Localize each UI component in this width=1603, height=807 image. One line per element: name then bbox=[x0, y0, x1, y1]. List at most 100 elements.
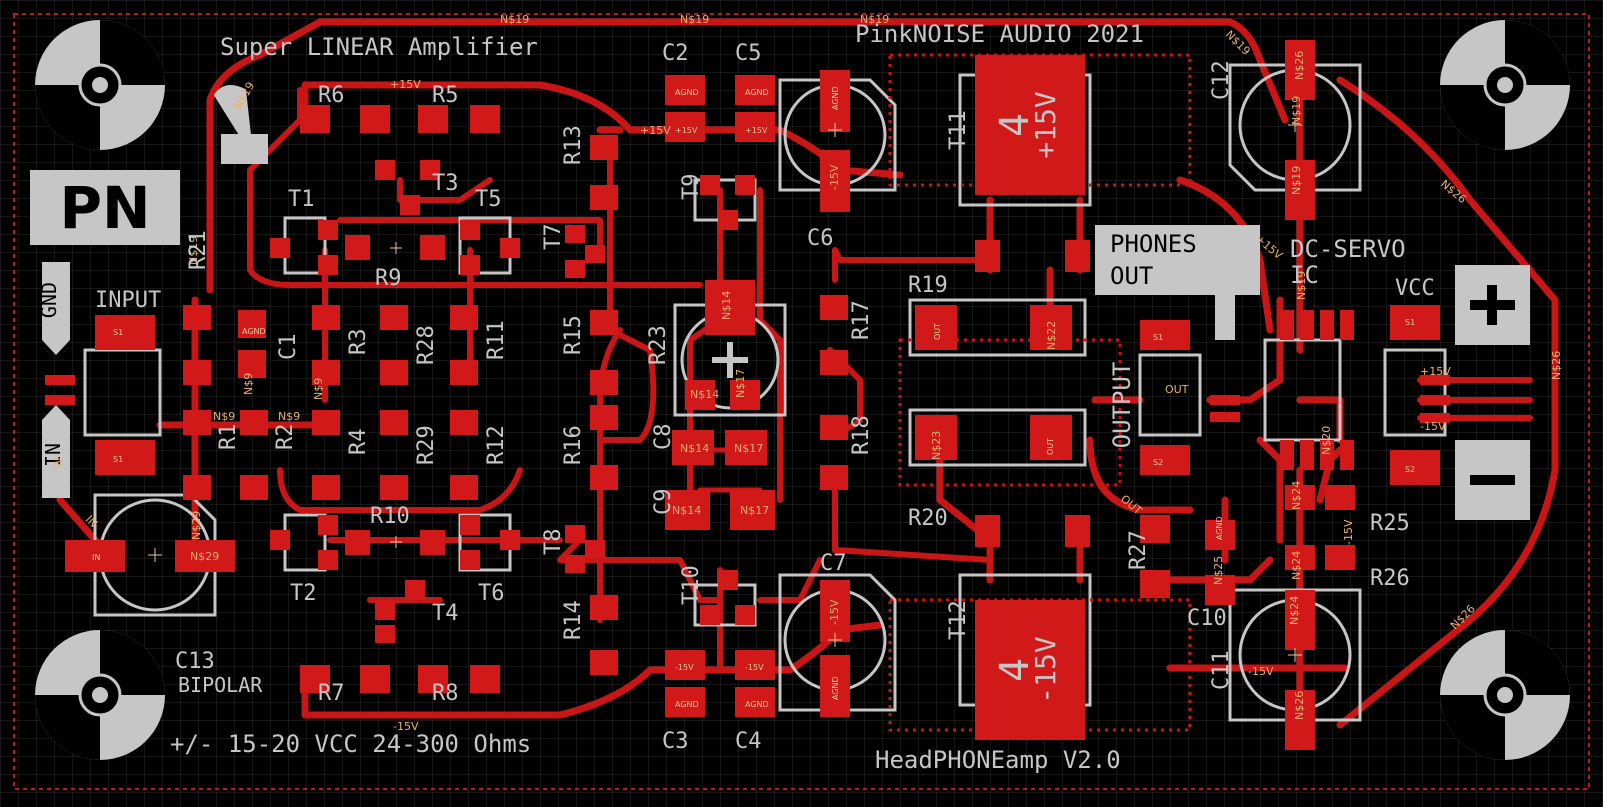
mounting-hole-top-left bbox=[35, 20, 165, 150]
label-nets-out: OUT bbox=[1046, 438, 1055, 455]
board-outline bbox=[13, 13, 1590, 790]
label-designators-t12: T12 bbox=[946, 600, 971, 640]
label-designators-r27: R27 bbox=[1126, 530, 1151, 570]
gnd-tab: GND bbox=[37, 262, 70, 355]
label-nets-n9: N$9 bbox=[242, 373, 255, 395]
label-designators-t4: T4 bbox=[432, 601, 459, 626]
label-designators-c13: C13 bbox=[175, 649, 215, 674]
label-nets-n17: N$17 bbox=[740, 504, 769, 517]
label-designators-r29: R29 bbox=[414, 425, 439, 465]
label-designators-r2: R2 bbox=[273, 424, 298, 451]
label-designators-c7: C7 bbox=[820, 551, 847, 576]
label-nets-n19: N$19 bbox=[500, 13, 529, 26]
t11-top: 4 bbox=[992, 113, 1038, 137]
output-label: OUTPUT bbox=[1108, 362, 1136, 449]
t11-bottom: +15V bbox=[1029, 91, 1062, 159]
label-nets-n26: N$26 bbox=[1550, 351, 1563, 380]
label-nets-n24: N$24 bbox=[1290, 551, 1303, 580]
label-designators-r13: R13 bbox=[561, 125, 586, 165]
silkscreen-text: Super LINEAR Amplifier PinkNOISE AUDIO 2… bbox=[95, 20, 1435, 774]
label-designators-t7: T7 bbox=[541, 224, 566, 251]
label-designators-t5: T5 bbox=[475, 187, 502, 212]
label-nets-n24: N$24 bbox=[1288, 596, 1301, 625]
label-designators-r16: R16 bbox=[561, 425, 586, 465]
label-nets-agnd: AGND bbox=[831, 676, 840, 700]
label-designators-t10: T10 bbox=[679, 565, 704, 605]
label-nets-n14: N$14 bbox=[672, 504, 701, 517]
phones-out-line1: PHONES bbox=[1110, 230, 1197, 258]
label-designators-r19: R19 bbox=[908, 273, 948, 298]
board-version: HeadPHONEamp V2.0 bbox=[875, 746, 1121, 774]
label-designators-c12: C12 bbox=[1209, 60, 1234, 100]
label-nets-agnd: AGND bbox=[831, 86, 840, 110]
label-nets-agnd: AGND bbox=[675, 88, 699, 97]
label-nets-minus15: -15V bbox=[745, 663, 764, 672]
in-label: IN bbox=[41, 443, 65, 467]
label-designators-r23: R23 bbox=[646, 325, 671, 365]
label-nets-s2: S2 bbox=[1153, 458, 1163, 467]
vcc-symbol bbox=[1455, 265, 1530, 520]
label-nets-s1: S1 bbox=[113, 328, 123, 337]
gnd-label: GND bbox=[37, 282, 61, 318]
board-spec: +/- 15-20 VCC 24-300 Ohms bbox=[170, 730, 531, 758]
label-designators-r6: R6 bbox=[318, 83, 345, 108]
t12-top: 4 bbox=[992, 658, 1038, 682]
label-designators-c2: C2 bbox=[662, 41, 689, 66]
label-designators-r12: R12 bbox=[484, 425, 509, 465]
label-designators-t3: T3 bbox=[432, 171, 459, 196]
label-designators-r1: R1 bbox=[216, 424, 241, 451]
bipolar-label: BIPOLAR bbox=[178, 673, 263, 697]
label-nets-n25: N$25 bbox=[1212, 556, 1225, 585]
label-nets-plus15: +15V bbox=[1420, 365, 1451, 378]
label-nets-agnd: AGND bbox=[745, 700, 769, 709]
label-nets-n14: N$14 bbox=[690, 388, 719, 401]
vcc-label: VCC bbox=[1395, 276, 1435, 301]
label-designators-r3: R3 bbox=[346, 329, 371, 356]
label-nets-plus15: +15V bbox=[745, 126, 768, 135]
mounting-hole-bottom-left bbox=[35, 630, 165, 760]
label-nets-out: OUT bbox=[933, 323, 942, 340]
label-nets-n19: N$19 bbox=[1295, 271, 1308, 300]
label-nets-n19: N$19 bbox=[680, 13, 709, 26]
label-nets-minus15: -15V bbox=[828, 599, 841, 625]
label-nets-in: IN bbox=[92, 553, 100, 562]
label-designators-r9: R9 bbox=[375, 266, 402, 291]
label-designators-r15: R15 bbox=[561, 315, 586, 355]
label-nets-n26: N$26 bbox=[1293, 691, 1306, 720]
label-nets-n19: N$19 bbox=[1290, 96, 1303, 125]
label-nets-n14: N$14 bbox=[680, 442, 709, 455]
in-tab: IN bbox=[41, 405, 70, 498]
label-designators-c10: C10 bbox=[1187, 606, 1227, 631]
label-designators-r17: R17 bbox=[849, 300, 874, 340]
dc-servo-sub: IC bbox=[1290, 261, 1319, 289]
label-nets-n24: N$24 bbox=[1290, 481, 1303, 510]
label-designators-c4: C4 bbox=[735, 729, 762, 754]
label-nets-n9: N$9 bbox=[278, 410, 300, 423]
label-designators-c5: C5 bbox=[735, 41, 762, 66]
label-nets-in: IN bbox=[51, 456, 67, 471]
label-nets-s1: S1 bbox=[113, 455, 123, 464]
label-designators-c6: C6 bbox=[807, 226, 834, 251]
label-designators-r18: R18 bbox=[849, 415, 874, 455]
logo-text: PN bbox=[59, 174, 150, 242]
label-designators-t11: T11 bbox=[946, 110, 971, 150]
dc-servo-label: DC-SERVO bbox=[1290, 235, 1406, 263]
label-nets-n9: N$9 bbox=[213, 410, 235, 423]
label-nets-n19: N$19 bbox=[1290, 166, 1303, 195]
label-designators-r8: R8 bbox=[432, 681, 459, 706]
input-label: INPUT bbox=[95, 288, 161, 313]
t12-bottom: -15V bbox=[1029, 636, 1062, 704]
pn-logo: PN bbox=[30, 170, 180, 245]
label-designators-r14: R14 bbox=[561, 600, 586, 640]
label-nets-minus15: -15V bbox=[828, 164, 841, 190]
label-designators-c3: C3 bbox=[662, 729, 689, 754]
label-designators-c8: C8 bbox=[651, 424, 676, 451]
label-designators-r11: R11 bbox=[484, 320, 509, 360]
label-nets-agnd: AGND bbox=[1215, 516, 1224, 540]
label-designators-r5: R5 bbox=[432, 83, 459, 108]
label-nets-n26: N$26 bbox=[1293, 51, 1306, 80]
label-nets-out: OUT bbox=[1165, 383, 1189, 396]
label-nets-minus15: -15V bbox=[1342, 519, 1355, 545]
label-nets-n17: N$17 bbox=[734, 369, 747, 398]
